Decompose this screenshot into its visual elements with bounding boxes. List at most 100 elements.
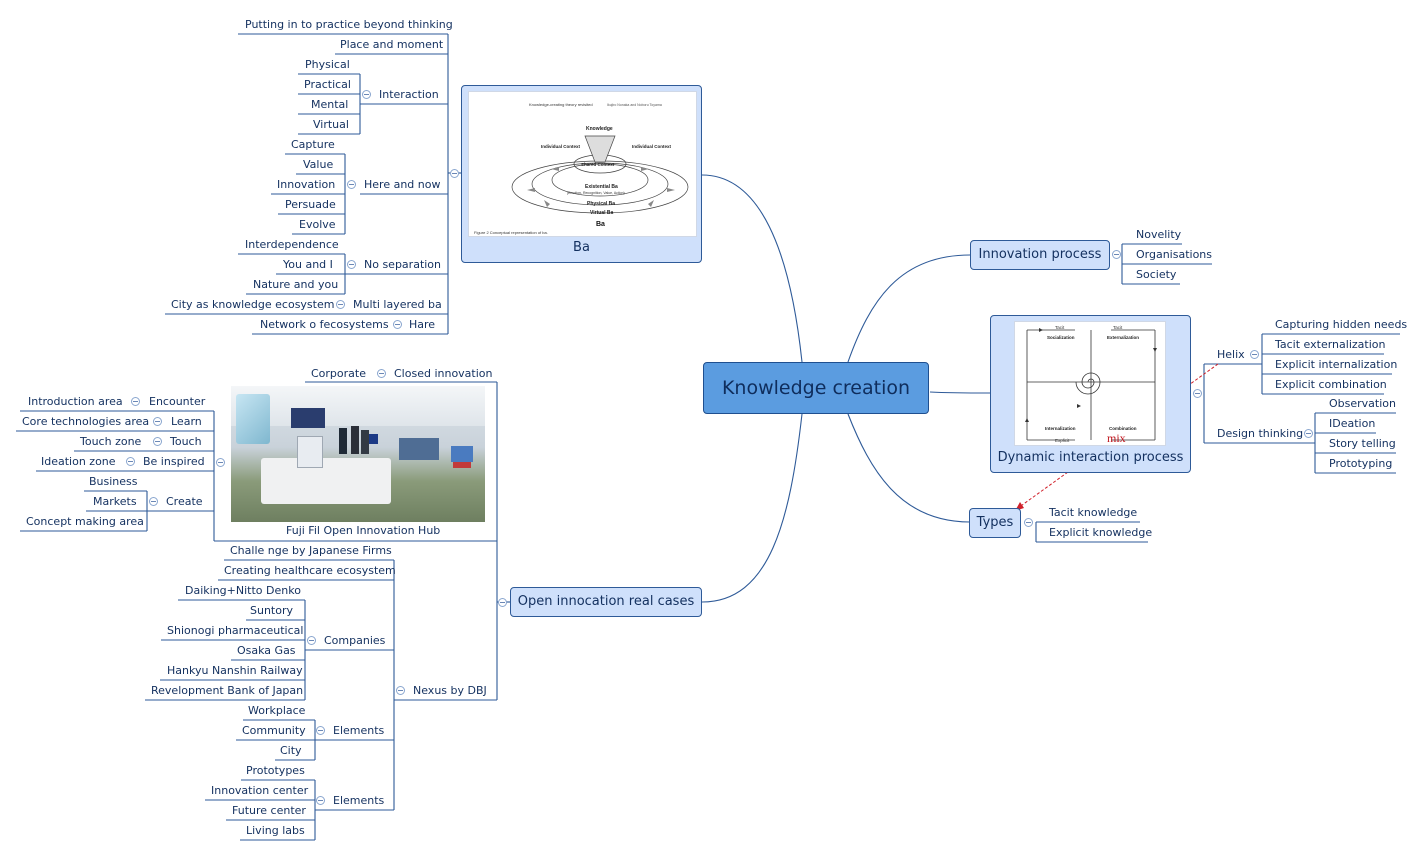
collapse-touch-icon[interactable]: [153, 437, 162, 446]
open-nexus[interactable]: Nexus by DBJ: [413, 684, 487, 697]
fuji-branch-child[interactable]: Ideation zone: [41, 455, 116, 468]
company-item[interactable]: Daiking+Nitto Denko: [185, 584, 301, 597]
collapse-hare-icon[interactable]: [393, 320, 402, 329]
collapse-elements2-icon[interactable]: [316, 796, 325, 805]
innovation-item[interactable]: Society: [1136, 268, 1177, 281]
ba-hare[interactable]: Hare: [409, 318, 436, 331]
collapse-closed-icon[interactable]: [377, 369, 386, 378]
ba-no-separation[interactable]: No separation: [364, 258, 442, 271]
ba-interaction[interactable]: Interaction: [379, 88, 439, 101]
collapse-fuji-icon[interactable]: [216, 458, 225, 467]
helix-item[interactable]: Explicit combination: [1275, 378, 1387, 391]
interaction-item[interactable]: Physical: [305, 58, 350, 71]
helix-item[interactable]: Capturing hidden needs: [1275, 318, 1408, 331]
create-item[interactable]: Markets: [93, 495, 137, 508]
company-item[interactable]: Shionogi pharmaceutical: [167, 624, 304, 637]
design-item[interactable]: Story telling: [1329, 437, 1396, 450]
nexus-healthcare[interactable]: Creating healthcare ecosystem: [224, 564, 396, 577]
topic-dynamic-interaction[interactable]: Tacit Tacit Socialization Externalizatio…: [990, 315, 1191, 473]
here-item[interactable]: Capture: [291, 138, 335, 151]
collapse-open-icon[interactable]: [498, 598, 507, 607]
fuji-branch[interactable]: Learn: [171, 415, 202, 428]
collapse-inspired-icon[interactable]: [126, 457, 135, 466]
create-item[interactable]: Concept making area: [26, 515, 144, 528]
dynamic-helix[interactable]: Helix: [1217, 348, 1245, 361]
company-item[interactable]: Revelopment Bank of Japan: [151, 684, 304, 697]
ba-here-now[interactable]: Here and now: [364, 178, 441, 191]
helix-item[interactable]: Explicit internalization: [1275, 358, 1398, 371]
types-item[interactable]: Tacit knowledge: [1049, 506, 1138, 519]
fuji-branch-child[interactable]: Core technologies area: [22, 415, 150, 428]
innovation-item[interactable]: Organisations: [1136, 248, 1213, 261]
collapse-dynamic-icon[interactable]: [1193, 389, 1202, 398]
company-item[interactable]: Osaka Gas: [237, 644, 296, 657]
elements2-item[interactable]: Prototypes: [246, 764, 305, 777]
elements1-item[interactable]: Workplace: [248, 704, 306, 717]
multi-item[interactable]: City as knowledge ecosystem: [171, 298, 335, 311]
interaction-item[interactable]: Mental: [311, 98, 349, 111]
collapse-nexus-icon[interactable]: [396, 686, 405, 695]
no-sep-item[interactable]: You and I: [283, 258, 333, 271]
collapse-ba-icon[interactable]: [450, 169, 459, 178]
nexus-elements-2[interactable]: Elements: [333, 794, 385, 807]
interaction-item[interactable]: Virtual: [313, 118, 349, 131]
no-sep-item[interactable]: Nature and you: [253, 278, 339, 291]
company-item[interactable]: Suntory: [250, 604, 294, 617]
dynamic-design-thinking[interactable]: Design thinking: [1217, 427, 1304, 440]
here-item[interactable]: Evolve: [299, 218, 336, 231]
no-sep-item[interactable]: Interdependence: [245, 238, 339, 251]
design-item[interactable]: Prototyping: [1329, 457, 1393, 470]
ba-place[interactable]: Place and moment: [340, 38, 444, 51]
central-topic[interactable]: Knowledge creation: [703, 362, 929, 414]
collapse-here-now-icon[interactable]: [347, 180, 356, 189]
helix-item[interactable]: Tacit externalization: [1275, 338, 1386, 351]
collapse-encounter-icon[interactable]: [131, 397, 140, 406]
collapse-design-icon[interactable]: [1304, 429, 1313, 438]
fuji-hub-label[interactable]: Fuji Fil Open Innovation Hub: [286, 524, 441, 537]
collapse-types-icon[interactable]: [1024, 518, 1033, 527]
fuji-branch-child[interactable]: Touch zone: [80, 435, 142, 448]
closed-corporate[interactable]: Corporate: [311, 367, 366, 380]
collapse-no-separation-icon[interactable]: [347, 260, 356, 269]
collapse-innovation-icon[interactable]: [1112, 250, 1121, 259]
here-item[interactable]: Value: [303, 158, 334, 171]
elements2-item[interactable]: Innovation center: [211, 784, 309, 797]
elements2-item[interactable]: Future center: [232, 804, 306, 817]
hare-item[interactable]: Network o fecosystems: [260, 318, 389, 331]
design-item[interactable]: Observation: [1329, 397, 1396, 410]
ba-multi-layered[interactable]: Multi layered ba: [353, 298, 442, 311]
collapse-learn-icon[interactable]: [153, 417, 162, 426]
here-item[interactable]: Persuade: [285, 198, 336, 211]
collapse-helix-icon[interactable]: [1250, 350, 1259, 359]
collapse-elements1-icon[interactable]: [316, 726, 325, 735]
collapse-interaction-icon[interactable]: [362, 90, 371, 99]
create-item[interactable]: Business: [89, 475, 138, 488]
types-item[interactable]: Explicit knowledge: [1049, 526, 1153, 539]
topic-open-innovation[interactable]: Open innocation real cases: [510, 587, 702, 617]
elements2-item[interactable]: Living labs: [246, 824, 305, 837]
topic-types[interactable]: Types: [969, 508, 1021, 538]
here-item[interactable]: Innovation: [277, 178, 336, 191]
collapse-create-icon[interactable]: [149, 497, 158, 506]
nexus-elements-1[interactable]: Elements: [333, 724, 385, 737]
topic-dynamic-label: Dynamic interaction process: [997, 450, 1184, 465]
elements1-item[interactable]: Community: [242, 724, 306, 737]
company-item[interactable]: Hankyu Nanshin Railway: [167, 664, 303, 677]
fuji-branch[interactable]: Touch: [170, 435, 202, 448]
innovation-item[interactable]: Novelity: [1136, 228, 1182, 241]
fuji-branch[interactable]: Encounter: [149, 395, 206, 408]
elements1-item[interactable]: City: [280, 744, 302, 757]
fuji-branch[interactable]: Be inspired: [143, 455, 205, 468]
fuji-branch-child[interactable]: Introduction area: [28, 395, 123, 408]
ba-putting[interactable]: Putting in to practice beyond thinking: [245, 18, 453, 31]
topic-innovation-process[interactable]: Innovation process: [970, 240, 1110, 270]
open-challenge[interactable]: Challe nge by Japanese Firms: [230, 544, 392, 557]
collapse-companies-icon[interactable]: [307, 636, 316, 645]
interaction-item[interactable]: Practical: [304, 78, 351, 91]
nexus-companies[interactable]: Companies: [324, 634, 386, 647]
design-item[interactable]: IDeation: [1329, 417, 1376, 430]
open-closed-innovation[interactable]: Closed innovation: [394, 367, 493, 380]
topic-ba[interactable]: Knowledge-creating theory revisited Ikuj…: [461, 85, 702, 263]
fuji-create[interactable]: Create: [166, 495, 203, 508]
collapse-multi-icon[interactable]: [336, 300, 345, 309]
